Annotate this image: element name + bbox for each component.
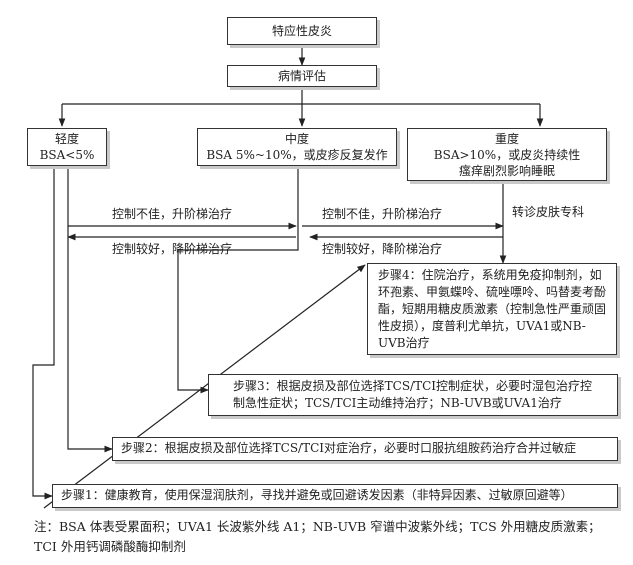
mild-title: 轻度: [54, 132, 79, 146]
footnote: 注：BSA 体表受累面积；UVA1 长波紫外线 A1；NB-UVB 窄谱中波紫外…: [34, 519, 601, 554]
step1-box: 步骤1：健康教育，使用保湿润肤剂，寻找并避免或回避诱发因素（非特异因素、过敏原回…: [52, 484, 618, 508]
severe-subtitle: BSA>10%，或皮炎持续性瘙痒剧烈影响睡眠: [433, 147, 581, 178]
escalate-label-1: 控制不佳，升阶梯治疗: [112, 207, 233, 221]
mild-subtitle: BSA<5%: [39, 148, 95, 162]
arrow-mild-to-step1: [32, 166, 55, 500]
diagonal-escalation-arrow: [43, 264, 366, 509]
step4-text: 步骤4：住院治疗，系统用免疫抑制剂，如环孢素、甲氨蝶呤、硫唑嘌呤、吗替麦考酚酯，…: [378, 268, 607, 350]
step3-text: 步骤3：根据皮损及部位选择TCS/TCI控制症状，必要时湿包治疗控制急性症状；T…: [233, 379, 593, 410]
arrow-mild-to-step2: [67, 166, 113, 453]
step2-text: 步骤2：根据皮损及部位选择TCS/TCI对症治疗，必要时口服抗组胺药治疗合并过敏…: [121, 441, 577, 455]
severe-title: 重度: [494, 131, 519, 146]
step2-box: 步骤2：根据皮损及部位选择TCS/TCI对症治疗，必要时口服抗组胺药治疗合并过敏…: [112, 437, 618, 461]
assessment-node: 病情评估: [227, 65, 377, 87]
severe-node: 重度 BSA>10%，或皮炎持续性瘙痒剧烈影响睡眠: [407, 128, 607, 181]
step3-box: 步骤3：根据皮损及部位选择TCS/TCI控制症状，必要时湿包治疗控制急性症状；T…: [208, 374, 618, 416]
moderate-title: 中度: [284, 132, 309, 146]
assessment-node-label: 病情评估: [277, 69, 326, 83]
mild-node: 轻度 BSA<5%: [27, 128, 107, 166]
root-node: 特应性皮炎: [227, 17, 377, 45]
moderate-node: 中度 BSA 5%~10%，或皮疹反复发作: [197, 128, 397, 166]
step4-box: 步骤4：住院治疗，系统用免疫抑制剂，如环孢素、甲氨蝶呤、硫唑嘌呤、吗替麦考酚酯，…: [367, 263, 617, 355]
escalate-label-2: 控制不佳，升阶梯治疗: [322, 207, 443, 221]
moderate-subtitle: BSA 5%~10%，或皮疹反复发作: [206, 148, 388, 162]
step1-text: 步骤1：健康教育，使用保湿润肤剂，寻找并避免或回避诱发因素（非特异因素、过敏原回…: [61, 488, 573, 502]
deescalate-label-2: 控制较好，降阶梯治疗: [322, 242, 443, 256]
root-node-label: 特应性皮炎: [271, 24, 332, 38]
deescalate-label-1: 控制较好，降阶梯治疗: [112, 242, 233, 256]
arrow-moderate-to-step3: [177, 166, 299, 394]
referral-label: 转诊皮肤专科: [512, 205, 585, 219]
